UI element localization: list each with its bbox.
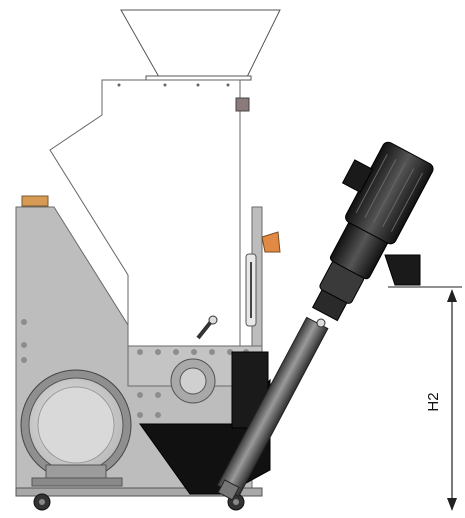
hopper-funnel — [120, 9, 281, 81]
arrow-down-icon — [447, 498, 457, 511]
arrow-up-icon — [447, 289, 457, 302]
dimension-label: H2 — [425, 392, 442, 411]
dimension-h2: H2 — [388, 286, 462, 511]
latch-handle — [235, 97, 250, 112]
drive-pulley — [20, 369, 132, 487]
orange-tab-left — [21, 195, 49, 207]
motor-bracket — [384, 254, 421, 286]
screw-conveyor — [216, 141, 434, 501]
cutting-chamber-housing — [49, 79, 250, 347]
orange-tab-right — [261, 231, 281, 253]
